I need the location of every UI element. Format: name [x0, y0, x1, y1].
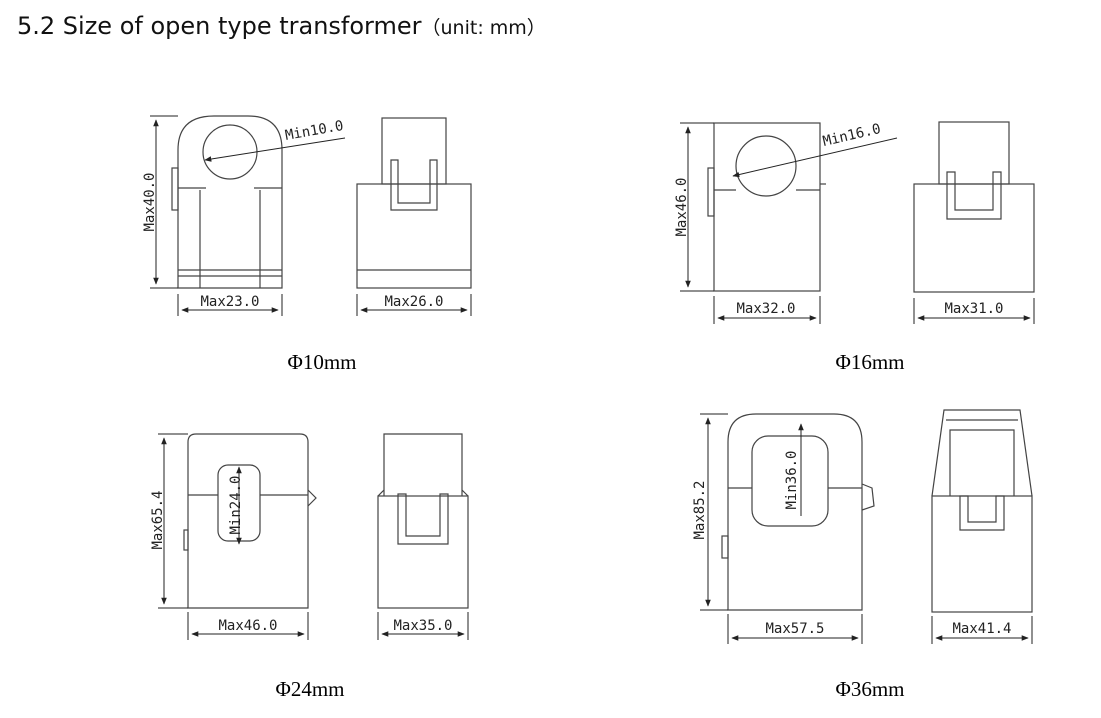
drawing-24mm	[158, 433, 469, 640]
height-label-24mm: Max65.4	[150, 490, 166, 549]
side-view-16mm	[913, 121, 1035, 293]
title-main: 5.2 Size of open type transformer	[17, 12, 422, 40]
aperture-label-24mm: Min24.0	[228, 475, 244, 534]
front-view-16mm	[707, 122, 826, 292]
side-view-10mm	[356, 117, 472, 289]
front-view-10mm	[171, 115, 283, 289]
front-view-36mm	[721, 413, 875, 611]
height-label-16mm: Max46.0	[674, 177, 690, 236]
aperture-label-10mm: Min10.0	[284, 118, 345, 144]
height-label-36mm: Max85.2	[692, 480, 708, 539]
drawing-36mm	[700, 409, 1033, 644]
caption-36mm: Φ36mm	[835, 677, 904, 701]
title-unit: （unit: mm）	[421, 17, 546, 39]
aperture-label-16mm: Min16.0	[821, 121, 882, 150]
caption-16mm: Φ16mm	[835, 350, 904, 374]
width-label-24mm: Max46.0	[218, 618, 277, 634]
aperture-leader-line	[732, 137, 898, 178]
depth-label-36mm: Max41.4	[952, 621, 1011, 637]
height-label-10mm: Max40.0	[142, 172, 158, 231]
aperture-label-36mm: Min36.0	[784, 450, 800, 509]
aperture-leader-line	[204, 137, 346, 162]
drawing-16mm	[680, 121, 1035, 324]
side-view-24mm	[377, 433, 469, 609]
drawing-10mm	[150, 115, 472, 316]
depth-label-24mm: Max35.0	[393, 618, 452, 634]
width-label-36mm: Max57.5	[765, 621, 824, 637]
width-label-16mm: Max32.0	[736, 301, 795, 317]
caption-10mm: Φ10mm	[287, 350, 356, 374]
width-label-10mm: Max23.0	[200, 294, 259, 310]
caption-24mm: Φ24mm	[275, 677, 344, 701]
depth-label-16mm: Max31.0	[944, 301, 1003, 317]
side-view-36mm	[931, 409, 1033, 613]
page-title: 5.2 Size of open type transformer（unit: …	[17, 12, 546, 40]
depth-label-10mm: Max26.0	[384, 294, 443, 310]
front-view-24mm	[183, 433, 317, 609]
